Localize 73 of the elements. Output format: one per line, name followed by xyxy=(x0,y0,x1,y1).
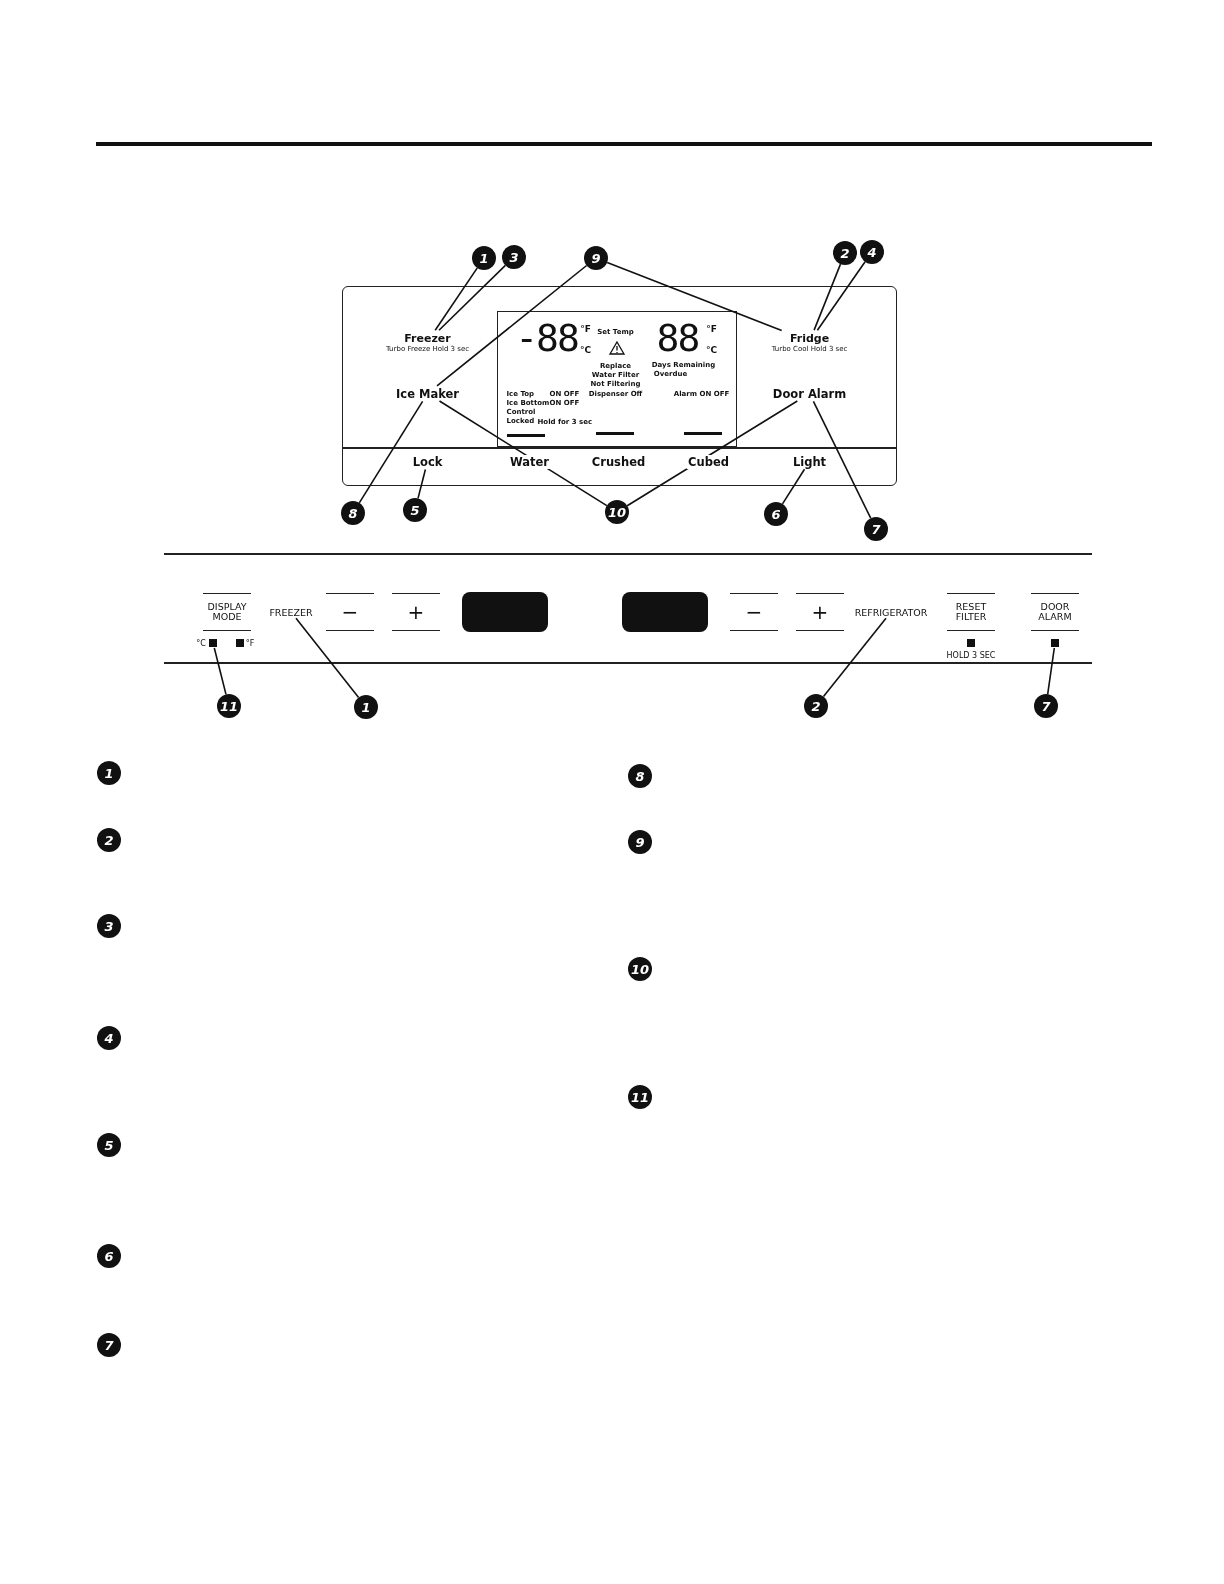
button-label: Cubed xyxy=(686,454,731,469)
unit-label: °C xyxy=(705,345,718,354)
callout-number: 4 xyxy=(97,1026,121,1050)
callout-number: 6 xyxy=(97,1244,121,1268)
leader-line xyxy=(438,400,608,507)
temperature-digits: -88 xyxy=(515,318,578,357)
button-label: Water xyxy=(508,454,551,469)
leader-line xyxy=(213,647,227,696)
callout-number: 5 xyxy=(97,1133,121,1157)
callout-number: 7 xyxy=(864,517,888,541)
callout-number: 10 xyxy=(605,500,629,524)
callout-number: 7 xyxy=(1034,694,1058,718)
leader-line xyxy=(812,400,872,519)
temperature-digits: 88 xyxy=(656,318,699,357)
button-label: Crushed xyxy=(591,454,646,469)
callout-number: 9 xyxy=(584,246,608,270)
touch-button: + xyxy=(392,593,440,631)
callout-number: 1 xyxy=(472,246,496,270)
callout-number: 1 xyxy=(354,695,378,719)
touch-button: DISPLAY MODE xyxy=(203,593,251,631)
touch-button: DOOR ALARM xyxy=(1031,593,1079,631)
display-window xyxy=(622,592,708,632)
leader-line xyxy=(606,261,783,332)
callout-number: 2 xyxy=(97,828,121,852)
callout-number: 10 xyxy=(628,957,652,981)
leader-line xyxy=(438,264,507,332)
leader-line xyxy=(295,617,360,699)
callout-number: 3 xyxy=(97,914,121,938)
button-label: Light xyxy=(792,454,827,469)
leader-line xyxy=(813,263,842,331)
callout-number: 9 xyxy=(628,830,652,854)
control-panel xyxy=(342,286,897,486)
indicator-label: °F xyxy=(245,638,255,648)
button-label: Door Alarm xyxy=(772,386,847,401)
callout-number: 11 xyxy=(628,1085,652,1109)
unit-label: °F xyxy=(580,324,591,333)
button-label: Freezer xyxy=(403,331,452,344)
callout-number: 6 xyxy=(764,502,788,526)
leader-line xyxy=(822,617,887,698)
callout-number: 5 xyxy=(403,498,427,522)
button-label: Ice Maker xyxy=(396,386,459,401)
callout-number: 2 xyxy=(833,241,857,265)
zone-label: REFRIGERATOR xyxy=(854,606,928,618)
callout-number: 1 xyxy=(97,761,121,785)
leader-line xyxy=(434,267,479,331)
leader-line xyxy=(1046,647,1056,695)
indicator-label: °C xyxy=(196,638,206,648)
leader-line xyxy=(436,264,588,387)
touch-button: − xyxy=(326,593,374,631)
leader-line xyxy=(626,400,799,507)
button-label: Lock xyxy=(412,454,443,469)
indicator-light xyxy=(1051,639,1059,647)
callout-number: 4 xyxy=(860,240,884,264)
leader-line xyxy=(417,468,427,500)
leader-line xyxy=(358,400,424,504)
touch-button: + xyxy=(796,593,844,631)
callout-number: 8 xyxy=(341,501,365,525)
callout-number: 3 xyxy=(502,245,526,269)
unit-label: °C xyxy=(579,345,592,354)
callout-number: 7 xyxy=(97,1333,121,1357)
leader-line xyxy=(816,261,866,331)
callout-number: 11 xyxy=(217,694,241,718)
indicator-light xyxy=(209,639,217,647)
callout-number: 8 xyxy=(628,764,652,788)
leader-line xyxy=(781,468,806,505)
unit-label: °F xyxy=(706,324,717,333)
display-window xyxy=(462,592,548,632)
button-label: Fridge xyxy=(788,331,831,344)
zone-label: FREEZER xyxy=(269,606,313,618)
touch-button: − xyxy=(730,593,778,631)
indicator-label: HOLD 3 SEC xyxy=(946,650,996,660)
callout-number: 2 xyxy=(804,694,828,718)
touch-button: RESET FILTER xyxy=(947,593,995,631)
